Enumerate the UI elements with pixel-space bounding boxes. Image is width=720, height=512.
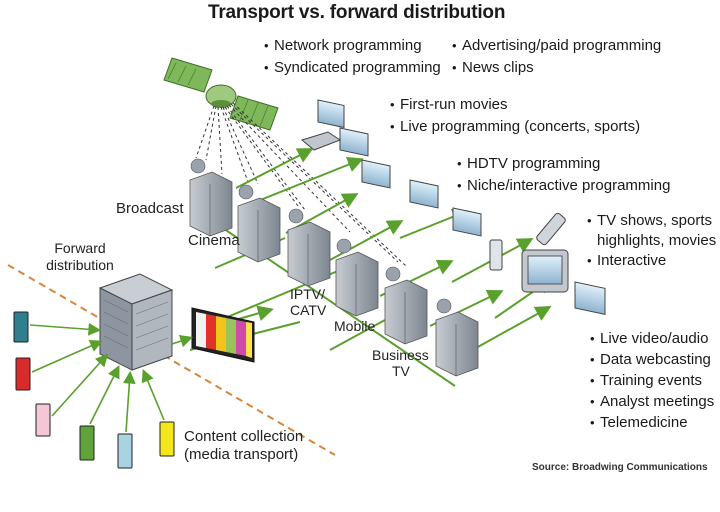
bullet-list-movies: •First-run movies •Live programming (con… — [390, 94, 640, 138]
content-label-line2: (media transport) — [184, 446, 299, 463]
list-item: •Live programming (concerts, sports) — [390, 118, 641, 135]
list-item: highlights, movies — [597, 232, 717, 249]
list-item: •HDTV programming — [457, 155, 601, 172]
bullet-list-hdtv: •HDTV programming •Niche/interactive pro… — [457, 153, 670, 197]
node-label-broadcast: Broadcast — [116, 200, 184, 217]
list-item: •Analyst meetings — [590, 393, 715, 410]
list-item: •Live video/audio — [590, 330, 709, 347]
cellphone-icon — [489, 212, 566, 271]
list-item: •Training events — [590, 372, 702, 389]
node-label-catv: CATV — [290, 302, 327, 318]
list-item: •Syndicated programming — [264, 59, 441, 76]
list-item: •Network programming — [264, 37, 422, 54]
node-label-cinema: Cinema — [188, 232, 240, 249]
node-label-business-tv: TV — [392, 363, 410, 379]
list-item: •Advertising/paid programming — [452, 37, 662, 54]
bullet-list-tv-shows: •TV shows, sports highlights, movies •In… — [587, 211, 716, 271]
bullet-list-network: •Network programming •Syndicated program… — [264, 35, 441, 79]
satellite-beams — [195, 102, 407, 267]
source-credit: Source: Broadwing Communications — [532, 462, 708, 473]
forward-label-line2: distribution — [46, 257, 114, 273]
forward-label-line1: Forward — [54, 240, 106, 256]
content-arrows — [29, 322, 194, 433]
tape-cassette-icon — [13, 311, 175, 469]
list-item: •Niche/interactive programming — [457, 177, 671, 194]
diagram-title: Transport vs. forward distribution — [208, 2, 506, 23]
node-label-business: Business — [372, 347, 429, 363]
forward-boundary-line — [7, 264, 336, 456]
list-item: •Data webcasting — [590, 351, 711, 368]
monitor-icon — [317, 99, 606, 315]
datacenter-icon — [98, 273, 174, 371]
list-item: •TV shows, sports — [587, 212, 713, 229]
list-item: •First-run movies — [390, 96, 508, 113]
node-label-iptv: IPTV/ — [290, 286, 326, 302]
list-item: •Interactive — [587, 252, 667, 269]
satellite-icon — [163, 57, 279, 131]
bullet-list-live: •Live video/audio •Data webcasting •Trai… — [590, 328, 714, 433]
headend-building-icon — [189, 158, 479, 377]
colorbar-monitor-icon — [191, 307, 255, 363]
bullet-list-advertising: •Advertising/paid programming •News clip… — [452, 35, 661, 79]
list-item: •Telemedicine — [590, 414, 688, 431]
list-item: •News clips — [452, 59, 534, 76]
content-label-line1: Content collection — [184, 428, 304, 445]
tv-icon — [521, 249, 569, 293]
node-label-mobile: Mobile — [334, 318, 376, 334]
laptop-icon — [300, 131, 342, 151]
